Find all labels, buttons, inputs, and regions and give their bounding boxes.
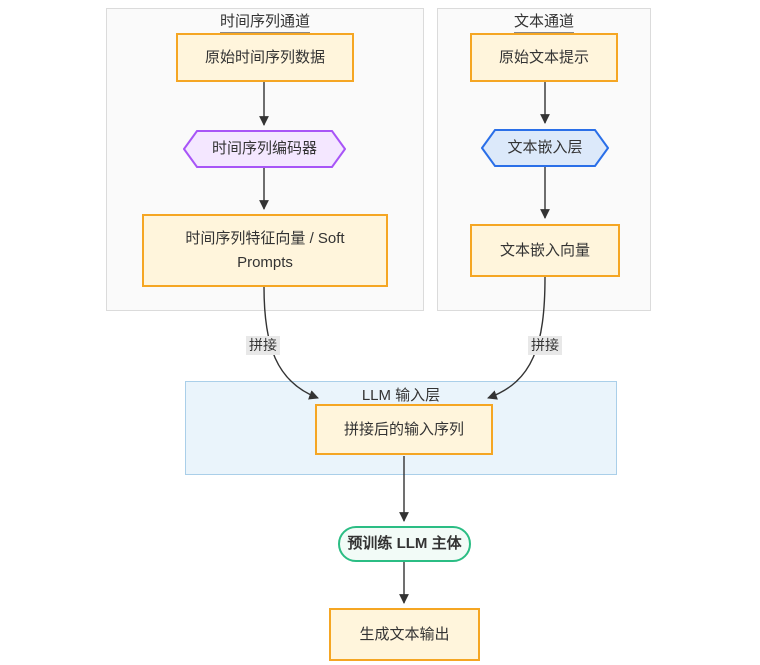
cluster-title-ts-channel: 时间序列通道: [219, 10, 311, 33]
node-generated-output[interactable]: 生成文本输出: [329, 608, 480, 661]
node-label: 生成文本输出: [359, 625, 450, 643]
cluster-title-text-channel: 文本通道: [513, 10, 575, 33]
hexagon-shape: [183, 130, 346, 168]
node-pretrained-llm[interactable]: 预训练 LLM 主体: [338, 526, 471, 562]
node-label: 拼接后的输入序列: [343, 420, 464, 438]
edge-label-concat-left: 拼接: [246, 336, 280, 355]
hexagon-shape: [481, 129, 609, 167]
node-label: 时间序列编码器: [211, 140, 317, 157]
node-concat-sequence[interactable]: 拼接后的输入序列: [315, 404, 493, 455]
node-label: 原始时间序列数据: [204, 48, 325, 66]
node-label: 文本嵌入向量: [499, 241, 590, 259]
node-raw-text-prompt[interactable]: 原始文本提示: [470, 33, 618, 82]
node-label: 原始文本提示: [498, 48, 589, 66]
node-raw-time-series[interactable]: 原始时间序列数据: [176, 33, 354, 82]
node-label: 时间序列特征向量 / Soft Prompts: [185, 229, 345, 271]
edge-label-concat-right: 拼接: [528, 336, 562, 355]
node-label: 文本嵌入层: [507, 139, 583, 156]
node-label: 预训练 LLM 主体: [347, 535, 462, 552]
node-ts-features[interactable]: 时间序列特征向量 / Soft Prompts: [142, 214, 388, 287]
node-text-embed-layer[interactable]: 文本嵌入层: [481, 129, 609, 167]
node-text-embed-vector[interactable]: 文本嵌入向量: [470, 224, 620, 277]
node-ts-encoder[interactable]: 时间序列编码器: [183, 130, 346, 168]
